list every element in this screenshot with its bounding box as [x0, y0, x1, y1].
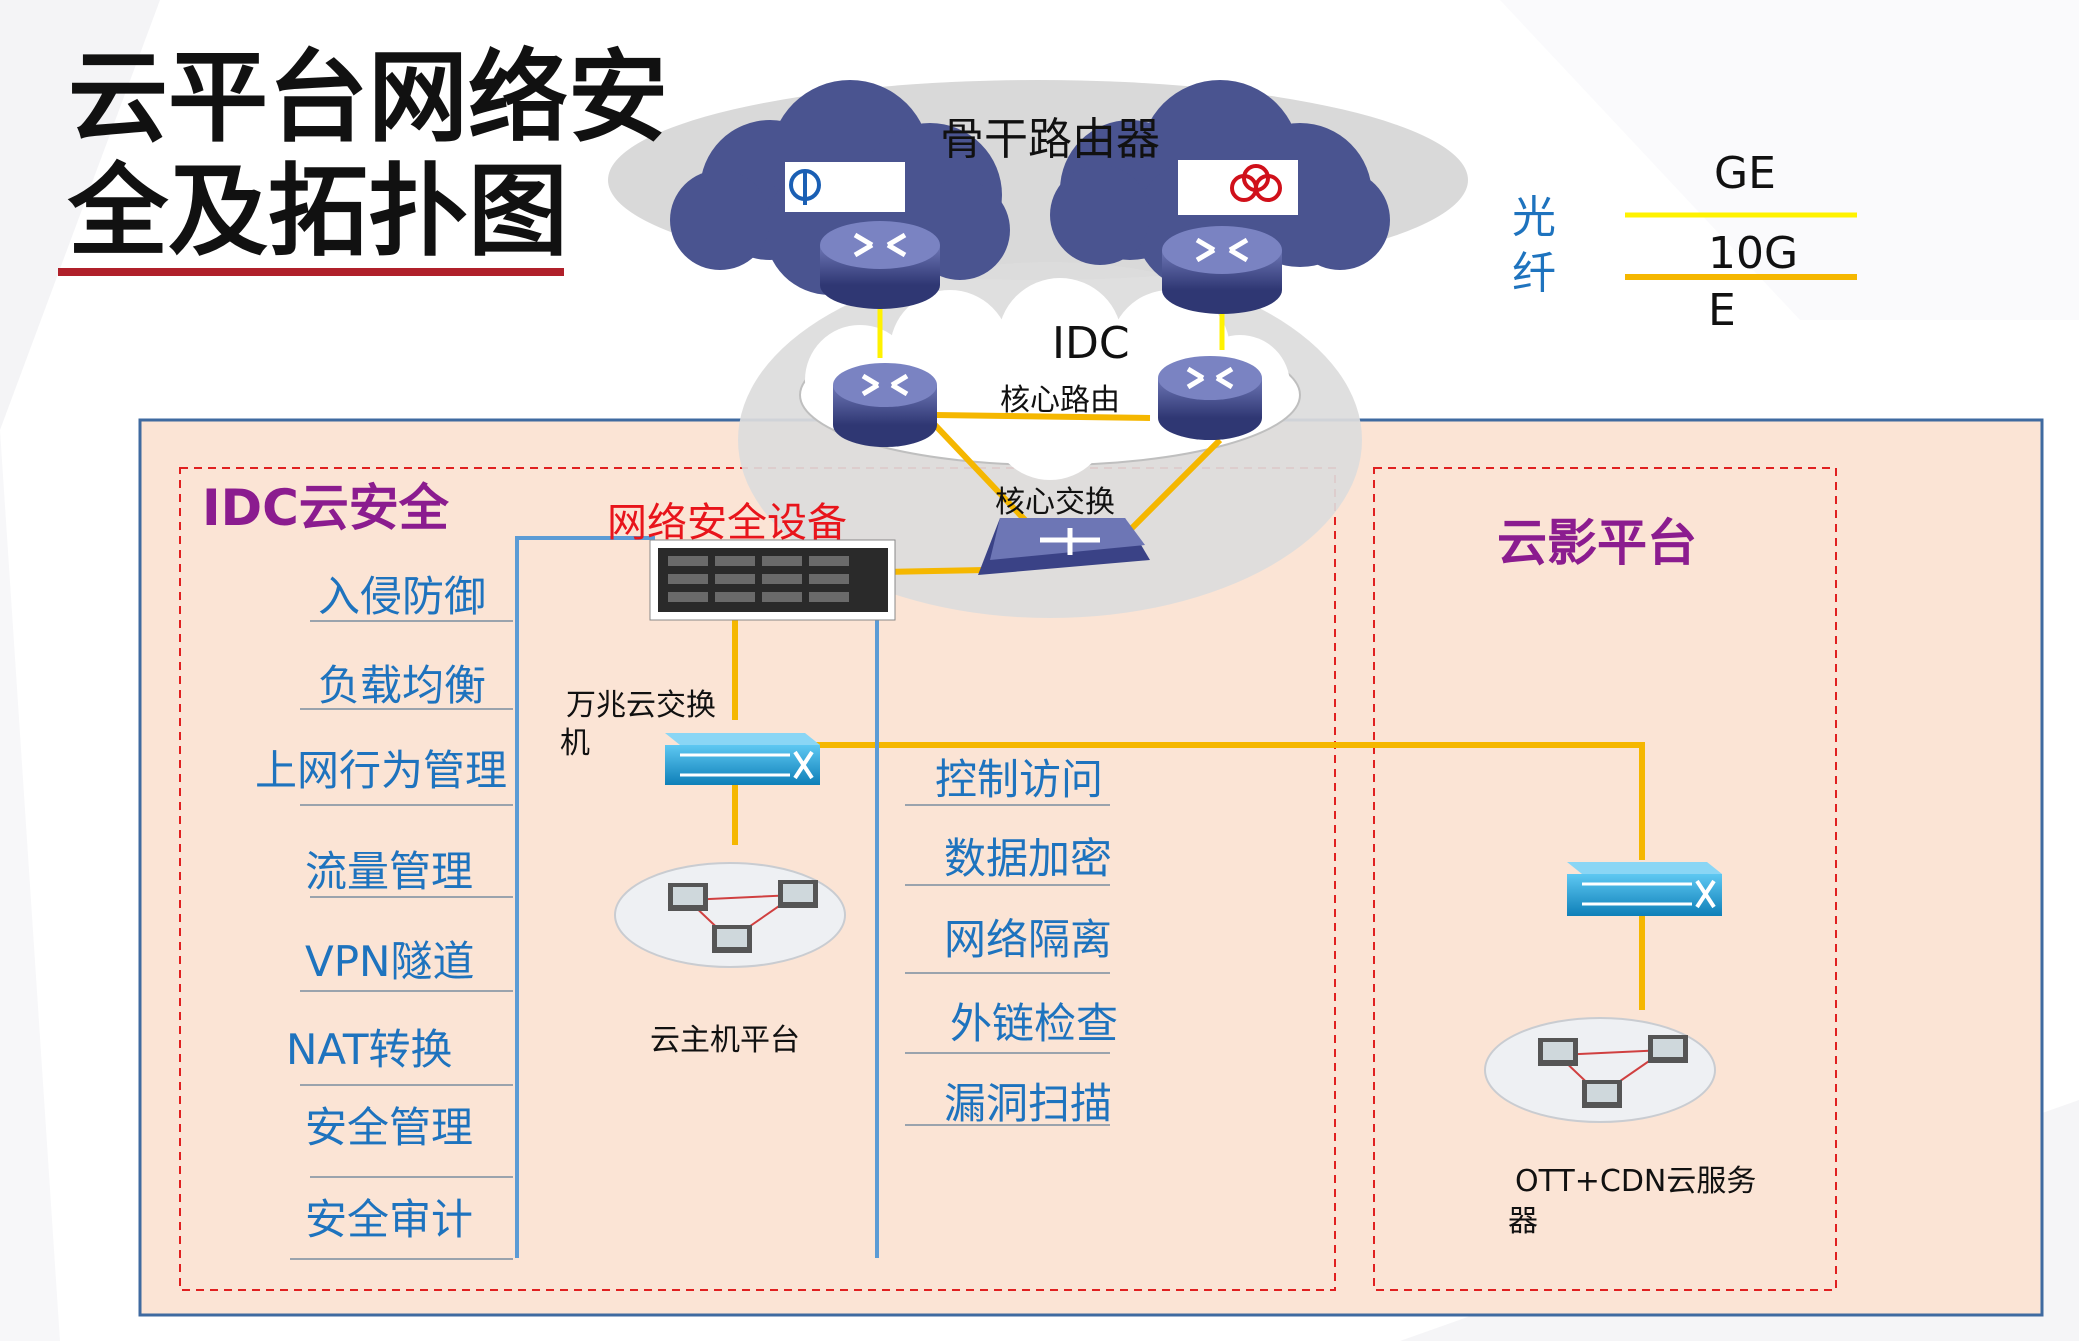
telecom-router-icon	[820, 221, 940, 309]
feature-security-audit: 安全审计	[305, 1195, 474, 1244]
feature-intrusion-prevention: 入侵防御	[318, 572, 487, 621]
page-title-line1: 云平台网络安	[68, 39, 668, 156]
divider	[905, 884, 1110, 886]
security-device-label: 网络安全设备	[607, 500, 847, 546]
cdn-server-pcs-icon	[1538, 1035, 1688, 1108]
legend-tenge-label-line2: E	[1708, 285, 1736, 336]
divider	[310, 896, 513, 898]
cloud-switch-label-line2: 机	[560, 726, 590, 761]
divider	[905, 1124, 1110, 1126]
legend-fiber-label: 光纤	[1512, 192, 1556, 299]
divider	[300, 1084, 513, 1086]
tenge-links	[732, 412, 1645, 1010]
host-platform-pcs-icon	[668, 880, 818, 953]
divider	[300, 990, 513, 992]
idc-label: IDC	[1052, 318, 1130, 369]
page-title-line2: 全及拓扑图	[68, 153, 568, 270]
feature-data-encryption: 数据加密	[944, 834, 1113, 883]
divider	[300, 804, 513, 806]
feature-access-control: 控制访问	[935, 755, 1104, 804]
feature-security-mgmt: 安全管理	[305, 1103, 474, 1152]
divider	[905, 1052, 1110, 1054]
legend-tenge-label-line1: 10G	[1708, 228, 1799, 279]
cdn-switch-icon	[1567, 862, 1722, 916]
unicom-router-icon	[1162, 226, 1282, 314]
security-zone-title: IDC云安全	[202, 479, 449, 537]
backbone-router-label: 骨干路由器	[940, 114, 1160, 165]
divider	[290, 1258, 513, 1260]
feature-traffic-mgmt: 流量管理	[305, 847, 474, 896]
core-router-right-icon	[1158, 356, 1262, 440]
divider	[300, 708, 513, 710]
core-switch-icon	[978, 518, 1150, 575]
cloud-video-title: 云影平台	[1497, 514, 1697, 572]
feature-vuln-scan: 漏洞扫描	[944, 1079, 1113, 1128]
feature-link-check: 外链检查	[950, 999, 1119, 1048]
divider	[310, 1176, 513, 1178]
divider	[905, 972, 1110, 974]
feature-network-isolation: 网络隔离	[944, 915, 1113, 964]
core-router-left-icon	[833, 363, 937, 447]
cloud-video-zone-border	[1373, 467, 1837, 1291]
cdn-server-label-line2: 器	[1508, 1204, 1538, 1239]
divider	[310, 620, 513, 622]
china-telecom-logo	[785, 162, 905, 212]
core-router-label: 核心路由	[1000, 383, 1120, 418]
cdn-server-label-line1: OTT+CDN云服务	[1515, 1164, 1757, 1199]
core-switch-label: 核心交换	[995, 485, 1115, 520]
security-bus-lines	[515, 536, 879, 1258]
security-appliance-icon	[649, 539, 896, 621]
legend-ge-label: GE	[1714, 148, 1776, 199]
cloud-switch-label-line1: 万兆云交换	[566, 688, 716, 723]
cloud-switch-icon	[665, 733, 820, 785]
feature-nat: NAT转换	[286, 1025, 453, 1074]
feature-vpn-tunnel: VPN隧道	[305, 937, 475, 986]
china-unicom-logo	[1178, 160, 1298, 215]
host-platform-label: 云主机平台	[650, 1023, 800, 1058]
title-underline	[58, 268, 564, 276]
feature-load-balancing: 负载均衡	[318, 661, 487, 710]
feature-web-behavior-mgmt: 上网行为管理	[255, 746, 508, 795]
divider	[905, 804, 1110, 806]
